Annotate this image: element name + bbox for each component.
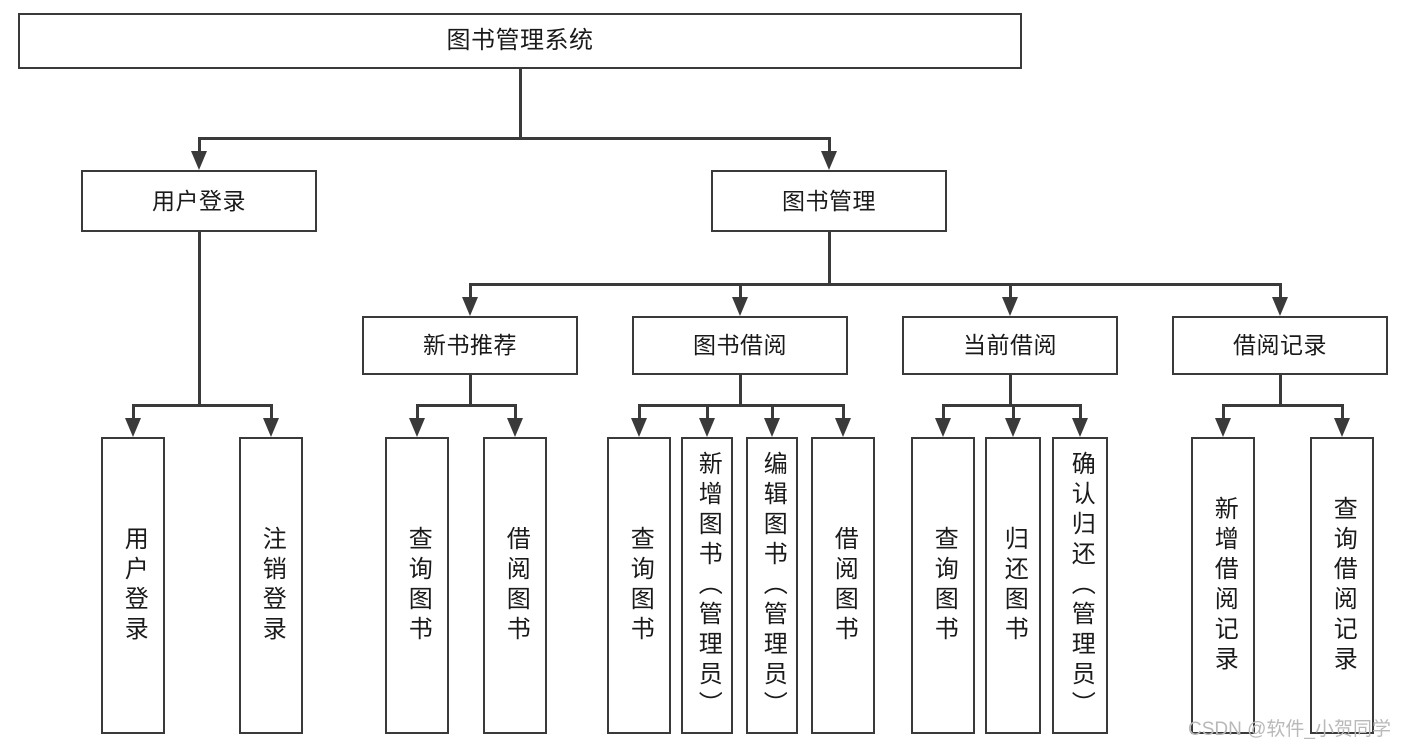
arrow-head-icon: [732, 297, 748, 316]
node-leaf-query-record[interactable]: 查询借阅记录: [1310, 437, 1374, 734]
node-leaf-borrow-book-2[interactable]: 借阅图书: [811, 437, 875, 734]
node-label: 用户登录: [152, 187, 246, 214]
node-new-book-rec[interactable]: 新书推荐: [362, 316, 578, 375]
node-label: 归还图书: [1000, 525, 1028, 646]
arrow-head-icon: [409, 418, 425, 437]
arrow-head-icon: [1215, 418, 1231, 437]
connector-bus: [199, 137, 829, 140]
watermark-text: CSDN @软件_小贺同学: [1188, 719, 1391, 740]
connector-bus: [470, 283, 1280, 286]
node-leaf-query-book-1[interactable]: 查询图书: [385, 437, 449, 734]
connector-drop: [131, 404, 135, 418]
connector-drop: [1278, 283, 1282, 297]
node-label: 借阅图书: [830, 525, 858, 646]
connector-stem: [518, 69, 522, 137]
connector-stem: [1008, 375, 1012, 404]
node-label: 新书推荐: [423, 332, 517, 359]
arrow-head-icon: [821, 151, 837, 170]
connector-drop: [415, 404, 419, 418]
node-label: 用户登录: [120, 525, 148, 646]
connector-stem: [1278, 375, 1282, 404]
node-label: 新增图书（管理员）: [694, 450, 722, 721]
arrow-head-icon: [1334, 418, 1350, 437]
connector-drop: [1011, 404, 1015, 418]
connector-stem: [827, 232, 831, 283]
node-label: 新增借阅记录: [1210, 495, 1238, 676]
connector-bus: [639, 404, 843, 407]
connector-bus: [1223, 404, 1342, 407]
connector-drop: [1221, 404, 1225, 418]
node-leaf-edit-book[interactable]: 编辑图书（管理员）: [746, 437, 798, 734]
node-leaf-query-book-2[interactable]: 查询图书: [607, 437, 671, 734]
arrow-head-icon: [462, 297, 478, 316]
node-book-manage[interactable]: 图书管理: [711, 170, 947, 232]
node-leaf-query-book-3[interactable]: 查询图书: [911, 437, 975, 734]
connector-drop: [770, 404, 774, 418]
arrow-head-icon: [1272, 297, 1288, 316]
node-root[interactable]: 图书管理系统: [18, 13, 1022, 69]
arrow-head-icon: [1002, 297, 1018, 316]
arrow-head-icon: [1005, 418, 1021, 437]
connector-drop: [1340, 404, 1344, 418]
node-leaf-add-record[interactable]: 新增借阅记录: [1191, 437, 1255, 734]
connector-drop: [841, 404, 845, 418]
arrow-head-icon: [764, 418, 780, 437]
node-leaf-confirm-return[interactable]: 确认归还（管理员）: [1052, 437, 1108, 734]
node-leaf-borrow-book-1[interactable]: 借阅图书: [483, 437, 547, 734]
node-label: 编辑图书（管理员）: [759, 450, 787, 721]
node-label: 借阅记录: [1233, 332, 1327, 359]
node-leaf-add-book[interactable]: 新增图书（管理员）: [681, 437, 733, 734]
connector-drop: [941, 404, 945, 418]
node-label: 注销登录: [258, 525, 286, 646]
connector-drop: [637, 404, 641, 418]
arrow-head-icon: [507, 418, 523, 437]
node-label: 查询图书: [626, 525, 654, 646]
arrow-head-icon: [1072, 418, 1088, 437]
node-label: 查询图书: [404, 525, 432, 646]
node-leaf-return-book[interactable]: 归还图书: [985, 437, 1041, 734]
node-label: 查询借阅记录: [1329, 495, 1357, 676]
arrow-head-icon: [835, 418, 851, 437]
node-label: 借阅图书: [502, 525, 530, 646]
node-label: 图书借阅: [693, 332, 787, 359]
connector-drop: [269, 404, 273, 418]
node-book-borrow[interactable]: 图书借阅: [632, 316, 848, 375]
connector-drop: [827, 137, 831, 151]
arrow-head-icon: [263, 418, 279, 437]
connector-drop: [513, 404, 517, 418]
node-borrow-record[interactable]: 借阅记录: [1172, 316, 1388, 375]
node-label: 当前借阅: [963, 332, 1057, 359]
connector-drop: [1078, 404, 1082, 418]
arrow-head-icon: [125, 418, 141, 437]
connector-stem: [197, 232, 201, 404]
connector-stem: [738, 375, 742, 404]
connector-drop: [705, 404, 709, 418]
node-leaf-logout[interactable]: 注销登录: [239, 437, 303, 734]
connector-bus: [133, 404, 271, 407]
connector-drop: [468, 283, 472, 297]
node-label: 图书管理: [782, 187, 876, 214]
arrow-head-icon: [191, 151, 207, 170]
connector-drop: [1008, 283, 1012, 297]
node-label: 确认归还（管理员）: [1067, 450, 1095, 721]
connector-drop: [197, 137, 201, 151]
connector-stem: [468, 375, 472, 404]
node-leaf-user-login[interactable]: 用户登录: [101, 437, 165, 734]
arrow-head-icon: [699, 418, 715, 437]
node-label: 图书管理系统: [446, 27, 594, 55]
node-current-borrow[interactable]: 当前借阅: [902, 316, 1118, 375]
arrow-head-icon: [631, 418, 647, 437]
node-user-login[interactable]: 用户登录: [81, 170, 317, 232]
node-label: 查询图书: [930, 525, 958, 646]
connector-bus: [417, 404, 515, 407]
connector-drop: [738, 283, 742, 297]
arrow-head-icon: [935, 418, 951, 437]
